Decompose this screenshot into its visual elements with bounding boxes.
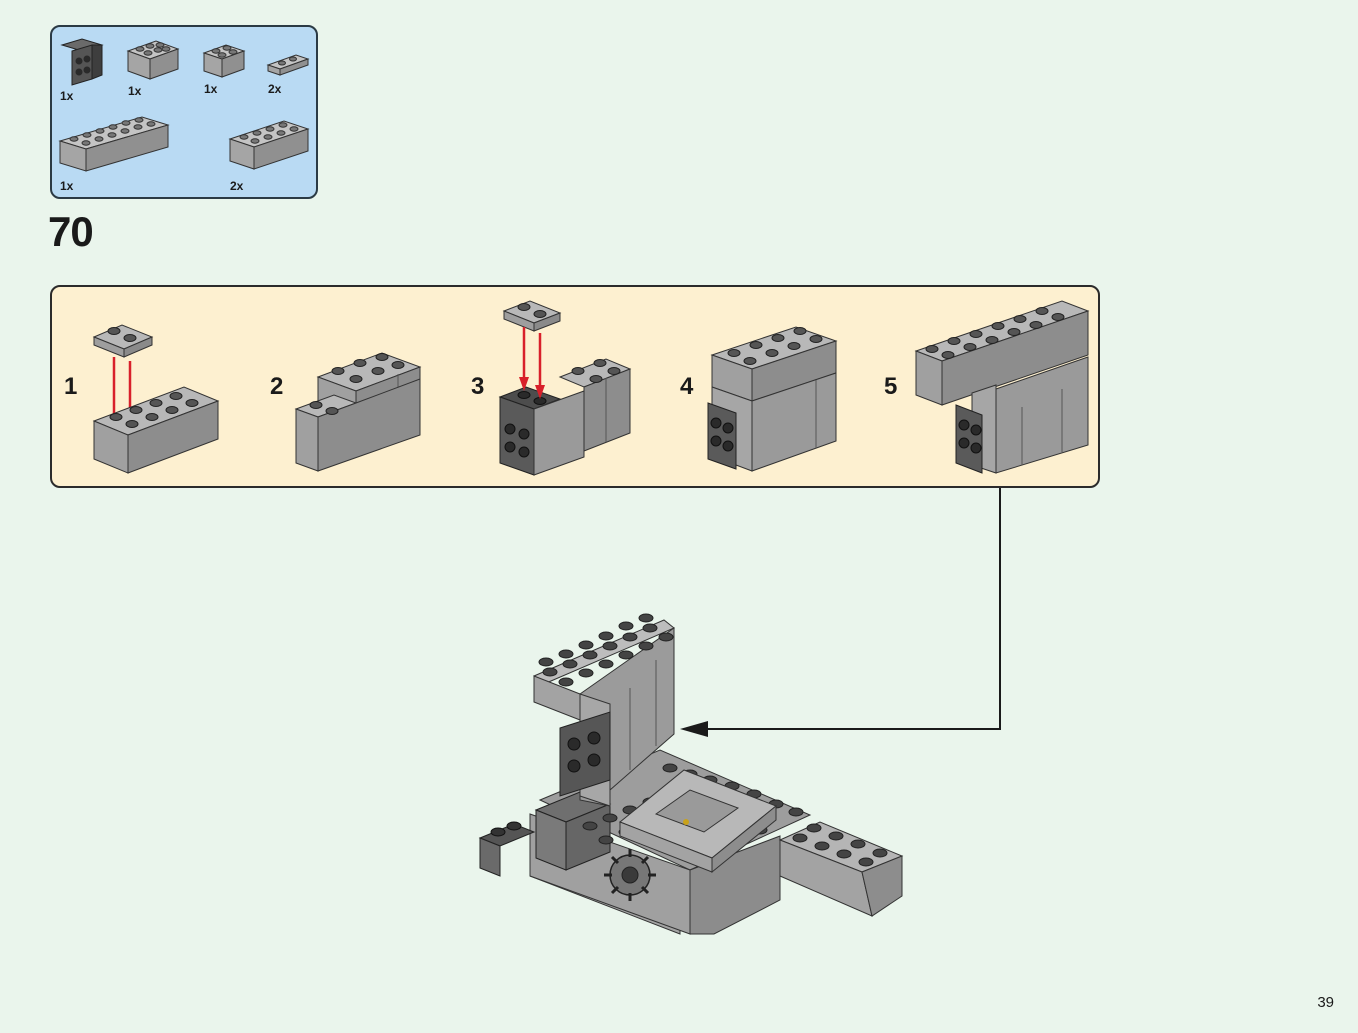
substep-number: 2 (270, 373, 284, 400)
part-brick-2x2-icon (202, 44, 246, 78)
part-qty: 2x (230, 179, 244, 193)
substep-1-model (92, 324, 220, 474)
step-number: 70 (48, 208, 94, 255)
page-number: 39 (1317, 994, 1334, 1011)
substeps-panel: 1 2 3 4 5 (50, 285, 1100, 488)
substep-number: 3 (471, 373, 485, 400)
substep-5-model (914, 300, 1090, 474)
part-brick-2x6-icon (58, 116, 170, 172)
parts-list-panel: 1x 1x 1x 2x 1x (50, 25, 318, 199)
main-model-illustration (478, 613, 904, 935)
substep-number: 5 (884, 373, 898, 400)
substep-2-model (294, 352, 422, 472)
substep-number: 4 (680, 373, 694, 400)
part-qty: 1x (128, 84, 142, 98)
part-qty: 1x (60, 179, 74, 193)
part-brick-2x4-icon (228, 120, 310, 170)
part-brick-2x3-icon (126, 40, 180, 80)
part-bracket-icon (60, 38, 104, 86)
gear-icon (604, 849, 656, 901)
substep-number: 1 (64, 373, 78, 400)
substep-4-model (707, 326, 838, 472)
part-qty: 1x (60, 89, 74, 103)
part-qty: 1x (204, 82, 218, 96)
part-plate-1x2-icon (266, 54, 310, 76)
substep-3-model (498, 300, 632, 476)
part-qty: 2x (268, 82, 282, 96)
